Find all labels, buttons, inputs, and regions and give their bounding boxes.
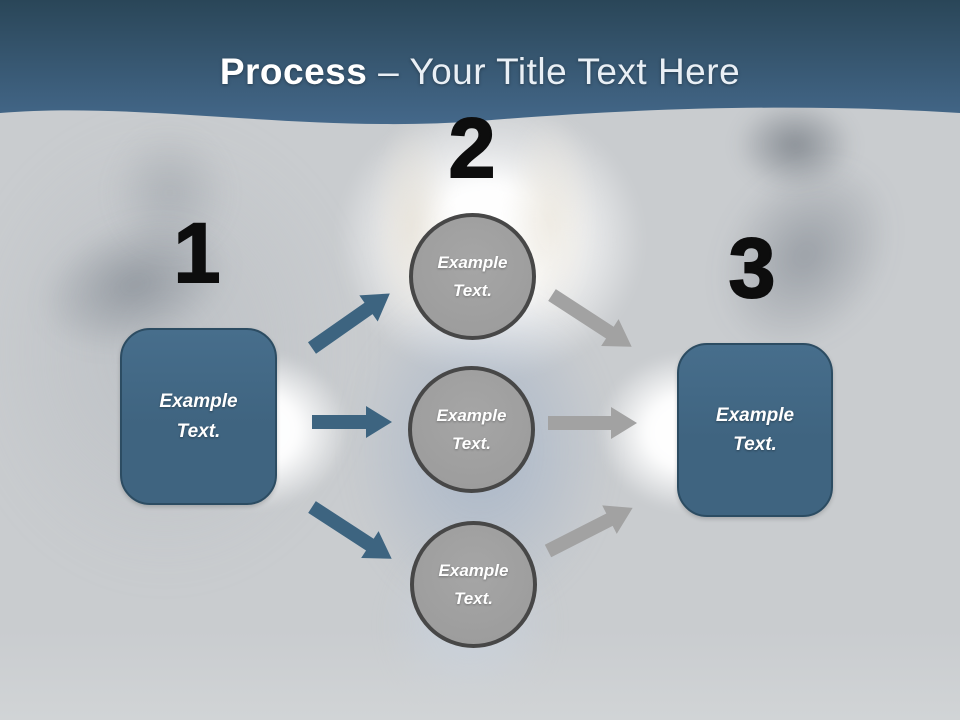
slide-title-keyword: Process [219,51,368,92]
step-2-circle-bottom-label: Example Text. [438,561,509,608]
step-2-circle-top-label: Example Text. [437,253,508,300]
arrow-gray-down [548,289,632,347]
step-1-box-label: Example Text. [159,391,238,442]
arrow-gray-up [544,505,633,558]
arrow-blue-middle [312,406,392,438]
header-band [0,0,960,125]
step-2-circle-middle-label: Example Text. [436,406,507,453]
slide-title-subtitle: – Your Title Text Here [378,51,741,92]
step-2-circle-top: Example Text. [409,213,536,340]
step-2-circle-bottom: Example Text. [410,521,537,648]
step-3-box-label: Example Text. [715,404,795,455]
slide-title: Process – Your Title Text Here [0,51,960,93]
arrow-blue-down [308,501,392,559]
step-3-number: 3 [728,221,777,315]
step-2-circle-middle: Example Text. [408,366,535,493]
arrow-gray-middle [548,407,637,439]
step-2-number: 2 [448,101,497,195]
arrow-blue-up [307,293,390,354]
step-1-number: 1 [173,206,222,300]
step-3-box: Example Text. [677,343,833,517]
step-1-box: Example Text. [120,328,277,505]
